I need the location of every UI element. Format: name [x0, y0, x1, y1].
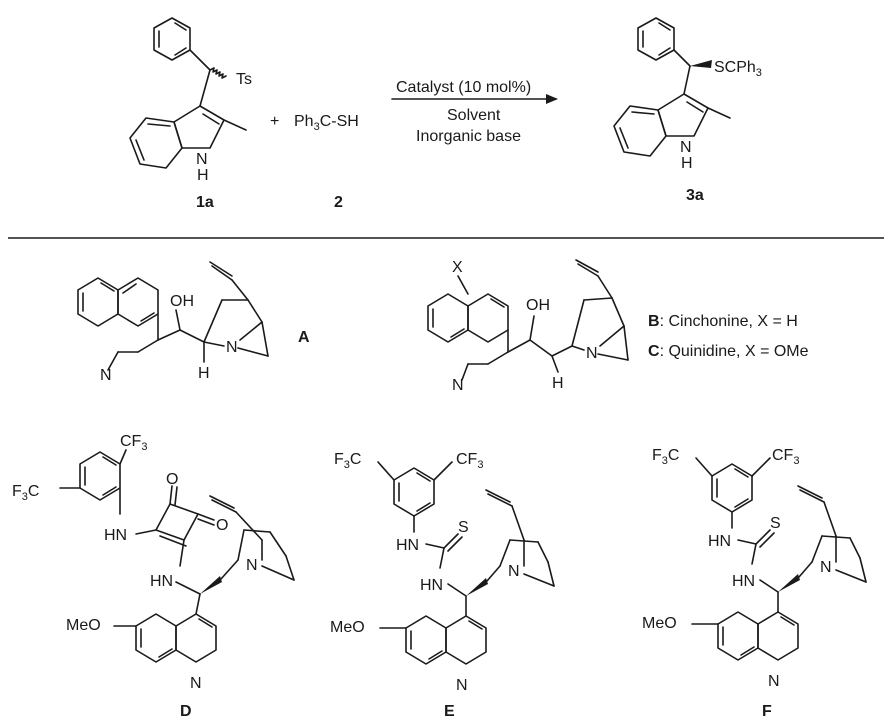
e-quinoline-ring-left — [405, 615, 447, 665]
bc-quinoline-ring-right — [467, 293, 509, 343]
d-cf3-left: F3C — [12, 483, 39, 503]
label-2: 2 — [334, 194, 343, 211]
product-nh-n: N — [680, 139, 692, 156]
e-amine-n: N — [508, 563, 520, 580]
f-hn-2: HN — [732, 573, 755, 590]
a-amine-n: N — [226, 339, 238, 356]
d-quinoline-ring-left — [135, 613, 177, 663]
catalyst-d: CF3 F3C HN O O HN N — [12, 433, 295, 720]
a-h: H — [198, 365, 210, 382]
benzo-ring — [129, 117, 183, 169]
bc-oh: OH — [526, 297, 550, 314]
d-squaramide — [155, 503, 199, 541]
bc-x: X — [452, 259, 463, 276]
e-s: S — [458, 519, 469, 536]
label-3a: 3a — [686, 187, 704, 204]
ts-label: Ts — [236, 71, 252, 88]
catalyst-e: F3C CF3 HN S HN N MeO — [330, 451, 555, 720]
d-o-2: O — [216, 517, 228, 534]
label-e: E — [444, 703, 455, 720]
arrow-head — [546, 94, 558, 104]
c-description: C: Quinidine, X = OMe — [648, 343, 809, 360]
d-o-1: O — [166, 471, 178, 488]
product-benzo-ring — [613, 105, 667, 157]
condition-base: Inorganic base — [416, 128, 521, 145]
d-hn-1: HN — [104, 527, 127, 544]
ph3c-sh: Ph3C-SH — [294, 113, 359, 133]
catalyst-f: F3C CF3 HN S HN N MeO — [642, 447, 867, 720]
nh-n: N — [196, 151, 208, 168]
f-cf3-left: F3C — [652, 447, 679, 467]
f-quinoline-n: N — [768, 673, 780, 690]
product-nh-h: H — [681, 155, 693, 172]
f-hn-1: HN — [708, 533, 731, 550]
reaction-arrow: Catalyst (10 mol%) Solvent Inorganic bas… — [391, 79, 558, 145]
bc-amine-n: N — [586, 345, 598, 362]
quinoline-ring-left — [77, 277, 119, 327]
f-aryl-ring — [711, 463, 753, 513]
pyrrole-ring — [173, 105, 225, 149]
f-amine-n: N — [820, 559, 832, 576]
b-description: B: Cinchonine, X = H — [648, 313, 798, 330]
d-aryl-ring — [79, 451, 121, 501]
f-quinoline-ring-left — [717, 611, 759, 661]
d-amine-n: N — [246, 557, 258, 574]
condition-catalyst: Catalyst (10 mol%) — [396, 79, 531, 96]
label-1a: 1a — [196, 194, 214, 211]
f-meo: MeO — [642, 615, 677, 632]
product-phenyl-ring — [637, 17, 675, 61]
d-hn-2: HN — [150, 573, 173, 590]
f-s: S — [770, 515, 781, 532]
catalyst-a: N OH H N A — [77, 261, 310, 384]
e-aryl-ring — [393, 467, 435, 517]
scph3-label: SCPh3 — [714, 59, 762, 79]
f-cf3-right: CF3 — [772, 447, 799, 467]
reagent-2: Ph3C-SH 2 — [294, 113, 359, 211]
wedge-bond — [690, 60, 712, 68]
catalyst-bc: X N OH H N B: Cinchonine, X = H C: Quini… — [427, 259, 809, 394]
d-quinoline-n: N — [190, 675, 202, 692]
nh-h: H — [197, 167, 209, 184]
d-meo: MeO — [66, 617, 101, 634]
quinoline-ring-right — [117, 277, 159, 327]
reactant-1a: Ts N H 1a — [129, 17, 252, 211]
label-d: D — [180, 703, 192, 720]
e-quinoline-ring-right — [445, 615, 487, 665]
a-oh: OH — [170, 293, 194, 310]
product-3a: SCPh3 N H 3a — [613, 17, 762, 204]
e-hn-1: HN — [396, 537, 419, 554]
label-a: A — [298, 329, 310, 346]
e-meo: MeO — [330, 619, 365, 636]
f-quinoline-ring-right — [757, 611, 799, 661]
e-cf3-left: F3C — [334, 451, 361, 471]
bc-quinoline-n: N — [452, 377, 464, 394]
d-quinoline-ring-right — [175, 613, 217, 663]
a-quinoline-n: N — [100, 367, 112, 384]
e-hn-2: HN — [420, 577, 443, 594]
e-quinoline-n: N — [456, 677, 468, 694]
product-pyrrole-ring — [657, 93, 709, 137]
bc-h: H — [552, 375, 564, 392]
condition-solvent: Solvent — [447, 107, 501, 124]
wavy-bond — [209, 67, 227, 79]
plus-sign: + — [270, 113, 279, 130]
bc-quinoline-ring-left — [427, 293, 469, 343]
d-cf3-top: CF3 — [120, 433, 147, 453]
phenyl-ring — [153, 17, 191, 61]
label-f: F — [762, 703, 772, 720]
e-cf3-right: CF3 — [456, 451, 483, 471]
